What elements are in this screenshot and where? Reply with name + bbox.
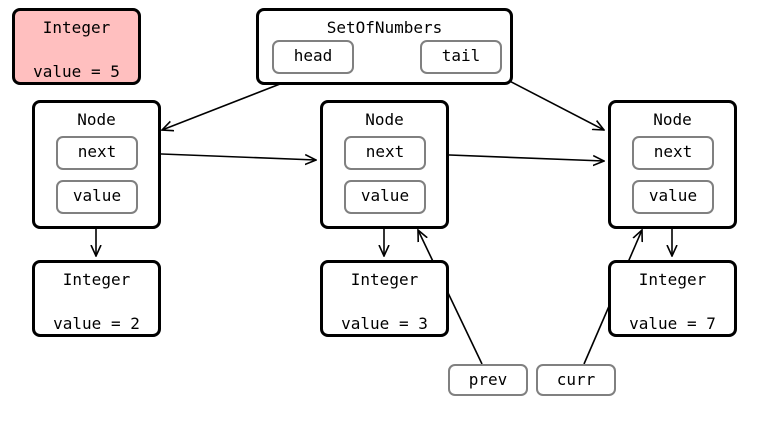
node-object-2: Node next value — [320, 100, 449, 229]
value-field: value — [56, 180, 138, 214]
integer-value: value = 5 — [33, 62, 120, 81]
head-arrow — [162, 83, 281, 130]
integer-value: value = 3 — [341, 314, 428, 333]
integer-value: value = 2 — [53, 314, 140, 333]
integer-title: Integer — [350, 270, 419, 289]
value-field: value — [344, 180, 426, 214]
node1-next-arrow — [135, 152, 316, 160]
next-field: next — [344, 136, 426, 170]
integer-object-2: Integer value = 3 — [320, 260, 449, 337]
node-title: Node — [653, 110, 692, 129]
integer-title: Integer — [42, 18, 111, 37]
integer-value: value = 7 — [629, 314, 716, 333]
prev-pointer: prev — [448, 364, 528, 396]
node-object-3: Node next value — [608, 100, 737, 229]
value-field: value — [632, 180, 714, 214]
integer-object-standalone: Integer value = 5 — [12, 8, 141, 85]
node-title: Node — [365, 110, 404, 129]
head-field: head — [272, 40, 354, 74]
integer-object-1: Integer value = 2 — [32, 260, 161, 337]
tail-field: tail — [420, 40, 502, 74]
node-title: Node — [77, 110, 116, 129]
integer-title: Integer — [638, 270, 707, 289]
integer-title: Integer — [62, 270, 131, 289]
next-field: next — [56, 136, 138, 170]
set-of-numbers-title: SetOfNumbers — [326, 18, 443, 37]
prev-arrow — [418, 230, 483, 365]
curr-pointer: curr — [536, 364, 616, 396]
node-object-1: Node next value — [32, 100, 161, 229]
integer-object-3: Integer value = 7 — [608, 260, 737, 337]
next-field: next — [632, 136, 714, 170]
node2-next-arrow — [423, 153, 604, 161]
set-of-numbers-object: SetOfNumbers head tail — [256, 8, 513, 85]
